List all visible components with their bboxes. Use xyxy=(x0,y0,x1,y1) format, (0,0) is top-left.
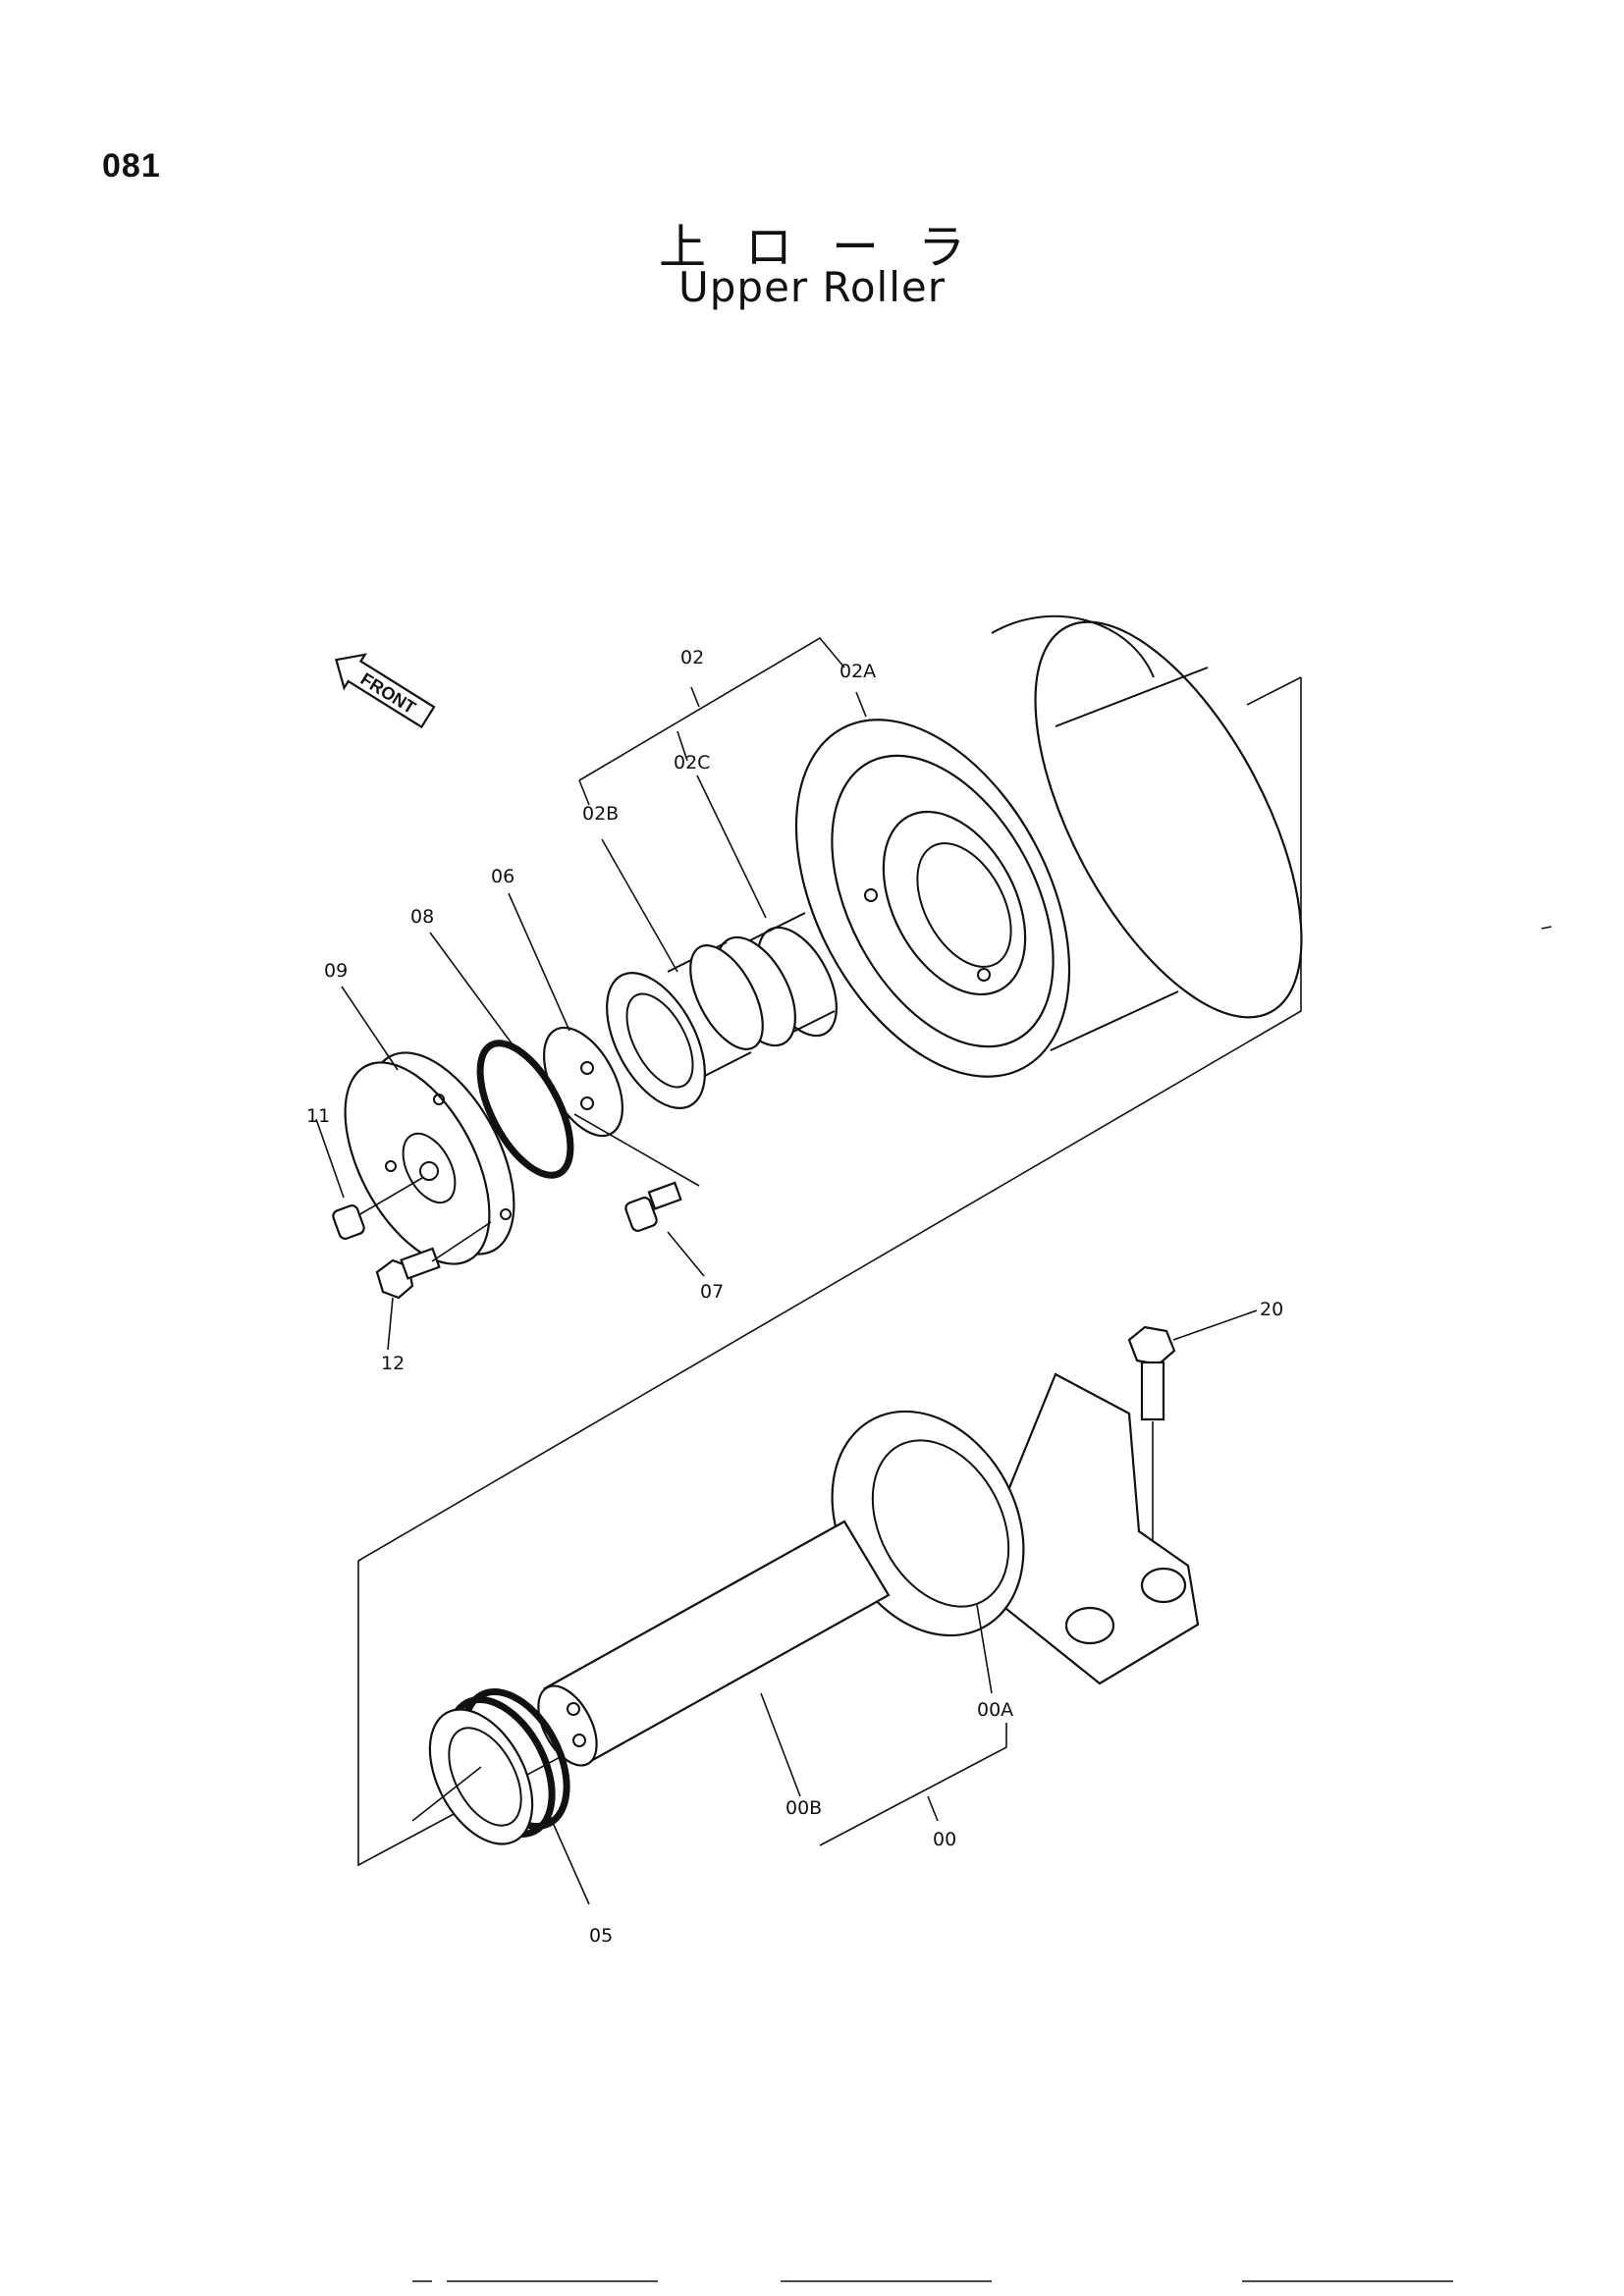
title-japanese: 上ローラ xyxy=(658,220,1004,275)
callout-00A: 00A xyxy=(977,1699,1013,1721)
callout-02C: 02C xyxy=(674,752,710,774)
callout-20: 20 xyxy=(1260,1299,1283,1320)
callout-08: 08 xyxy=(410,906,434,928)
callout-12: 12 xyxy=(381,1353,405,1374)
floating-seal-05 xyxy=(428,1687,570,1845)
callout-02: 02 xyxy=(680,647,704,668)
leader-lines xyxy=(315,636,1258,1905)
callout-00: 00 xyxy=(933,1829,956,1850)
plug-11 xyxy=(332,1177,423,1240)
cover-09 xyxy=(344,1051,515,1265)
title-english: Upper Roller xyxy=(678,263,946,311)
callout-07: 07 xyxy=(700,1281,724,1303)
shaft-bracket-00 xyxy=(537,1372,1200,1767)
callout-06: 06 xyxy=(491,866,514,887)
callout-11: 11 xyxy=(306,1105,330,1127)
callout-02A: 02A xyxy=(839,661,876,682)
roller-body-02A xyxy=(794,614,1303,1078)
bushing-02B xyxy=(606,941,764,1109)
callout-05: 05 xyxy=(589,1925,613,1947)
plug-07 xyxy=(573,1113,700,1232)
o-ring-08 xyxy=(476,1040,574,1179)
callout-09: 09 xyxy=(324,960,348,982)
callout-labels: 02 02A 02C 02B 06 08 09 11 12 07 20 00A … xyxy=(306,647,1283,1947)
page-number: 081 xyxy=(102,147,161,185)
bolt-12 xyxy=(375,1221,492,1300)
callout-02B: 02B xyxy=(582,803,619,825)
front-arrow-icon: FRONT xyxy=(335,653,436,729)
stray-mark xyxy=(1541,926,1552,930)
callout-00B: 00B xyxy=(785,1797,822,1819)
